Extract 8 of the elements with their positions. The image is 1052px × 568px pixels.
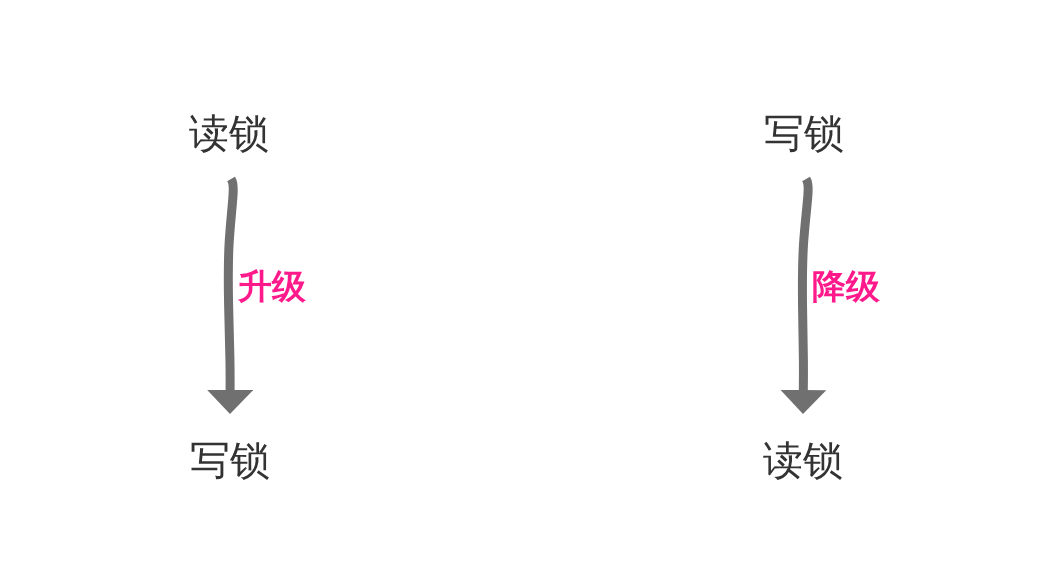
node-label: 读锁 xyxy=(189,111,269,155)
arrow xyxy=(207,175,254,414)
node-label: 写锁 xyxy=(190,438,270,482)
edge-label: 升级 xyxy=(237,267,306,306)
arrow xyxy=(780,175,827,414)
edge-label: 降级 xyxy=(811,267,880,306)
node-label: 读锁 xyxy=(763,438,843,482)
node-label: 写锁 xyxy=(764,111,844,155)
